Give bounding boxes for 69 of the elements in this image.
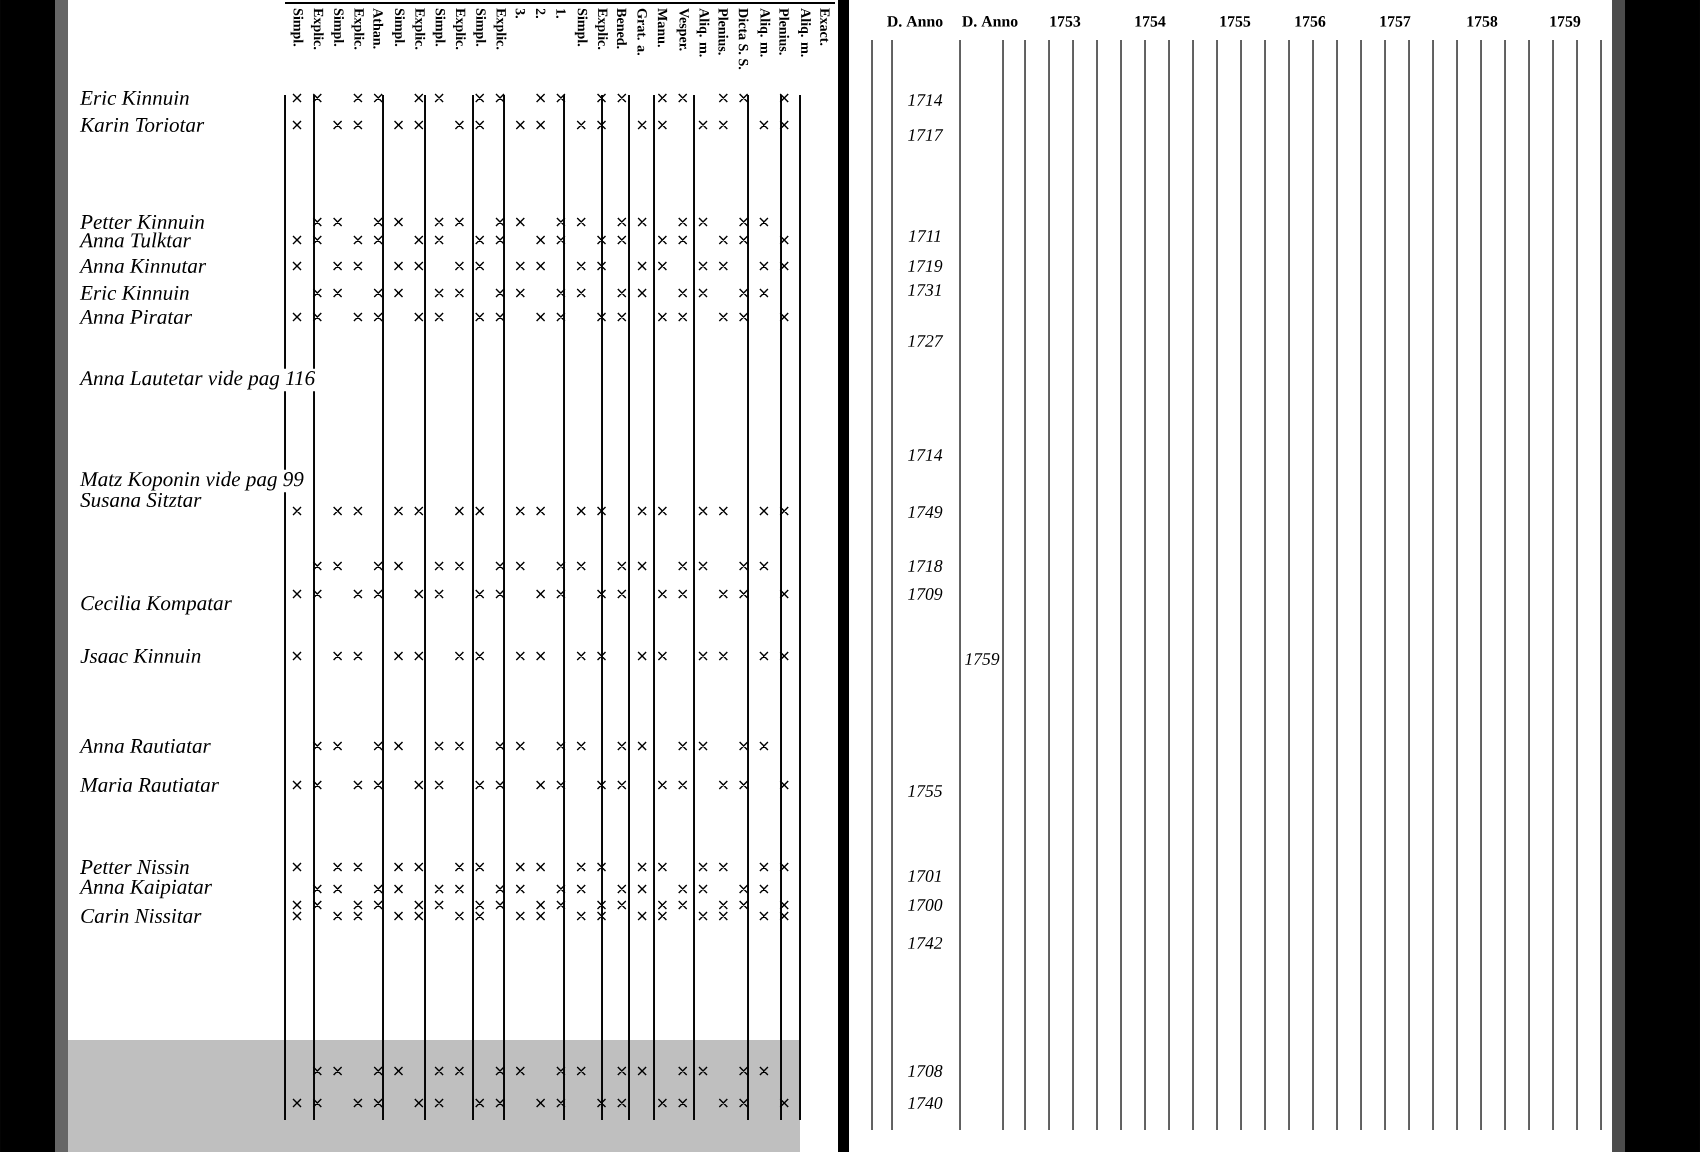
- birth-year: 1714: [905, 92, 945, 108]
- column-header: Bened.: [615, 6, 629, 51]
- handwritten-entry: Maria Rautiatar: [78, 776, 221, 794]
- birth-year: 1701: [905, 868, 945, 884]
- column-header: Aliq. m.: [796, 6, 813, 60]
- column-header: Simpl.: [288, 6, 306, 49]
- birth-year: 1749: [905, 504, 945, 520]
- column-header: Plenius.: [777, 6, 791, 58]
- birth-year: 1742: [905, 935, 945, 951]
- birth-year: 1740: [905, 1095, 945, 1111]
- handwritten-entry: Anna Kinnutar: [78, 257, 208, 275]
- column-header: Exact.: [818, 6, 832, 48]
- column-header: Simpl.: [329, 6, 346, 49]
- column-header: D. Anno: [960, 14, 1020, 29]
- handwritten-entry: Carin Nissitar: [78, 907, 204, 925]
- column-header: Simpl.: [390, 6, 407, 49]
- birth-year: 1719: [905, 258, 945, 274]
- column-header: Plenius.: [716, 6, 731, 58]
- handwritten-entry: Petter Kinnuin: [78, 213, 207, 231]
- birth-year: 1711: [906, 228, 944, 244]
- column-header: Simpl.: [573, 6, 590, 49]
- column-header: 1753: [1047, 14, 1083, 29]
- column-header: 2.: [534, 6, 548, 21]
- column-header: Explic.: [410, 6, 427, 52]
- column-header: Dicta S. S.: [736, 6, 751, 72]
- column-header: Aliq. m.: [694, 6, 712, 60]
- handwritten-entry: Petter Nissin: [78, 858, 192, 876]
- birth-year: 1709: [905, 586, 945, 602]
- handwritten-entry: Anna Piratar: [78, 308, 194, 326]
- column-header: Manu.: [655, 6, 669, 50]
- column-header: Explic.: [349, 6, 367, 52]
- handwritten-entry: Eric Kinnuin: [78, 284, 192, 302]
- handwritten-entry: Karin Toriotar: [78, 116, 206, 134]
- birth-year: 1759: [962, 651, 1002, 667]
- handwritten-entry: Jsaac Kinnuin: [78, 647, 204, 665]
- handwritten-entry: Anna Lautetar vide pag 116: [78, 368, 317, 392]
- column-header: Simpl.: [471, 6, 488, 49]
- birth-year: 1718: [905, 558, 945, 574]
- column-header: Explic.: [309, 6, 326, 52]
- birth-year: 1727: [905, 333, 945, 349]
- column-header: Explic.: [593, 6, 610, 52]
- birth-year: 1731: [905, 282, 945, 298]
- column-header: Simpl.: [431, 6, 448, 49]
- column-header: Explic.: [491, 6, 509, 52]
- birth-year: 1714: [905, 447, 945, 463]
- column-header: Explic.: [451, 6, 468, 52]
- column-header: D. Anno: [885, 14, 945, 29]
- column-header: 3.: [513, 6, 527, 21]
- column-header: 1.: [554, 6, 568, 21]
- column-header: Vesper.: [674, 6, 691, 53]
- column-header: Grat. a.: [635, 6, 649, 58]
- handwritten-entry: Eric Kinnuin: [78, 89, 192, 107]
- handwritten-entry: Anna Kaipiatar: [78, 878, 214, 900]
- birth-year: 1755: [905, 783, 945, 799]
- handwritten-entry: Matz Koponin vide pag 99: [78, 469, 306, 493]
- birth-year: 1700: [905, 897, 945, 913]
- handwritten-entry: Susana Sitztar: [78, 491, 204, 509]
- column-header: 1758: [1464, 14, 1500, 29]
- column-header: 1756: [1292, 14, 1328, 29]
- handwritten-entry: Cecilia Kompatar: [78, 593, 234, 617]
- column-header: 1757: [1377, 14, 1413, 29]
- column-header: 1755: [1217, 14, 1253, 29]
- birth-year: 1717: [905, 127, 945, 143]
- birth-year: 1708: [905, 1063, 945, 1079]
- column-header: Athan.: [371, 6, 385, 51]
- handwritten-entry: Anna Rautiatar: [78, 737, 213, 755]
- column-header: Aliq. m.: [755, 6, 773, 60]
- column-header: 1754: [1132, 14, 1168, 29]
- column-header: 1759: [1547, 14, 1583, 29]
